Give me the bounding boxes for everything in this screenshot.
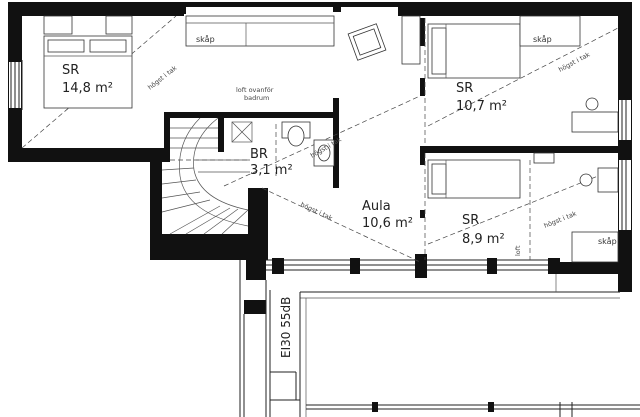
label-skap-sr3: skåp (598, 236, 617, 246)
wall-top-left (8, 2, 184, 16)
sr3-closet (571, 231, 619, 263)
sr3-desk (579, 167, 619, 193)
room-name-aula: Aula (362, 199, 391, 214)
armchair (347, 23, 387, 61)
bathroom-fixtures (231, 121, 335, 176)
label-hogst-tak-sr3: högst i tak (543, 209, 578, 229)
room-name-br: BR (250, 147, 268, 162)
door-frame (401, 15, 421, 65)
label-skap-sr2: skåp (533, 34, 552, 44)
wall-top-middle (184, 2, 398, 7)
wall-bottom-right (556, 262, 632, 274)
wall-bottom-left (8, 148, 166, 162)
sr2-closet (519, 15, 581, 47)
room-name-sr3: SR (462, 213, 479, 228)
sr2-desk (571, 97, 619, 133)
wall-top-right (398, 2, 632, 16)
staircase (161, 117, 250, 235)
room-area-sr3: 8,9 m² (462, 232, 505, 247)
label-loft-line2: badrum (244, 94, 269, 102)
interior-walls (150, 2, 632, 314)
label-hogst-tak-sr1: högst i tak (146, 64, 178, 92)
aula-balcony-edge (266, 254, 560, 278)
sr1-bed (43, 35, 133, 109)
label-hogst-tak-aula: högst i tak (299, 201, 334, 223)
lower-room-outline (239, 260, 640, 417)
sr1-nightstand (43, 15, 73, 35)
label-skap-top: skåp (196, 34, 215, 44)
label-hogst-tak-sr2: högst i tak (557, 50, 591, 73)
wall-stair-top (164, 112, 222, 118)
sr3-nightstand (533, 152, 555, 164)
sr2-bed (427, 23, 521, 79)
sr3-bed (427, 159, 521, 199)
room-name-sr1: SR (62, 63, 79, 78)
wall-sr2-sr3 (420, 146, 632, 153)
wall-bathroom-top (218, 112, 338, 118)
room-name-sr2: SR (456, 81, 473, 96)
room-area-sr2: 10,7 m² (456, 99, 507, 114)
room-area-sr1: 14,8 m² (62, 81, 113, 96)
label-loft-line1: loft ovanför (236, 86, 274, 94)
label-loft: loft (514, 245, 522, 256)
room-area-br: 3,1 m² (250, 163, 293, 178)
wall-bathroom-right (333, 98, 339, 188)
label-wall-rating: EI30 55dB (279, 297, 293, 358)
room-area-aula: 10,6 m² (362, 216, 413, 231)
top-closet (185, 15, 335, 47)
sr1-nightstand-2 (105, 15, 133, 35)
